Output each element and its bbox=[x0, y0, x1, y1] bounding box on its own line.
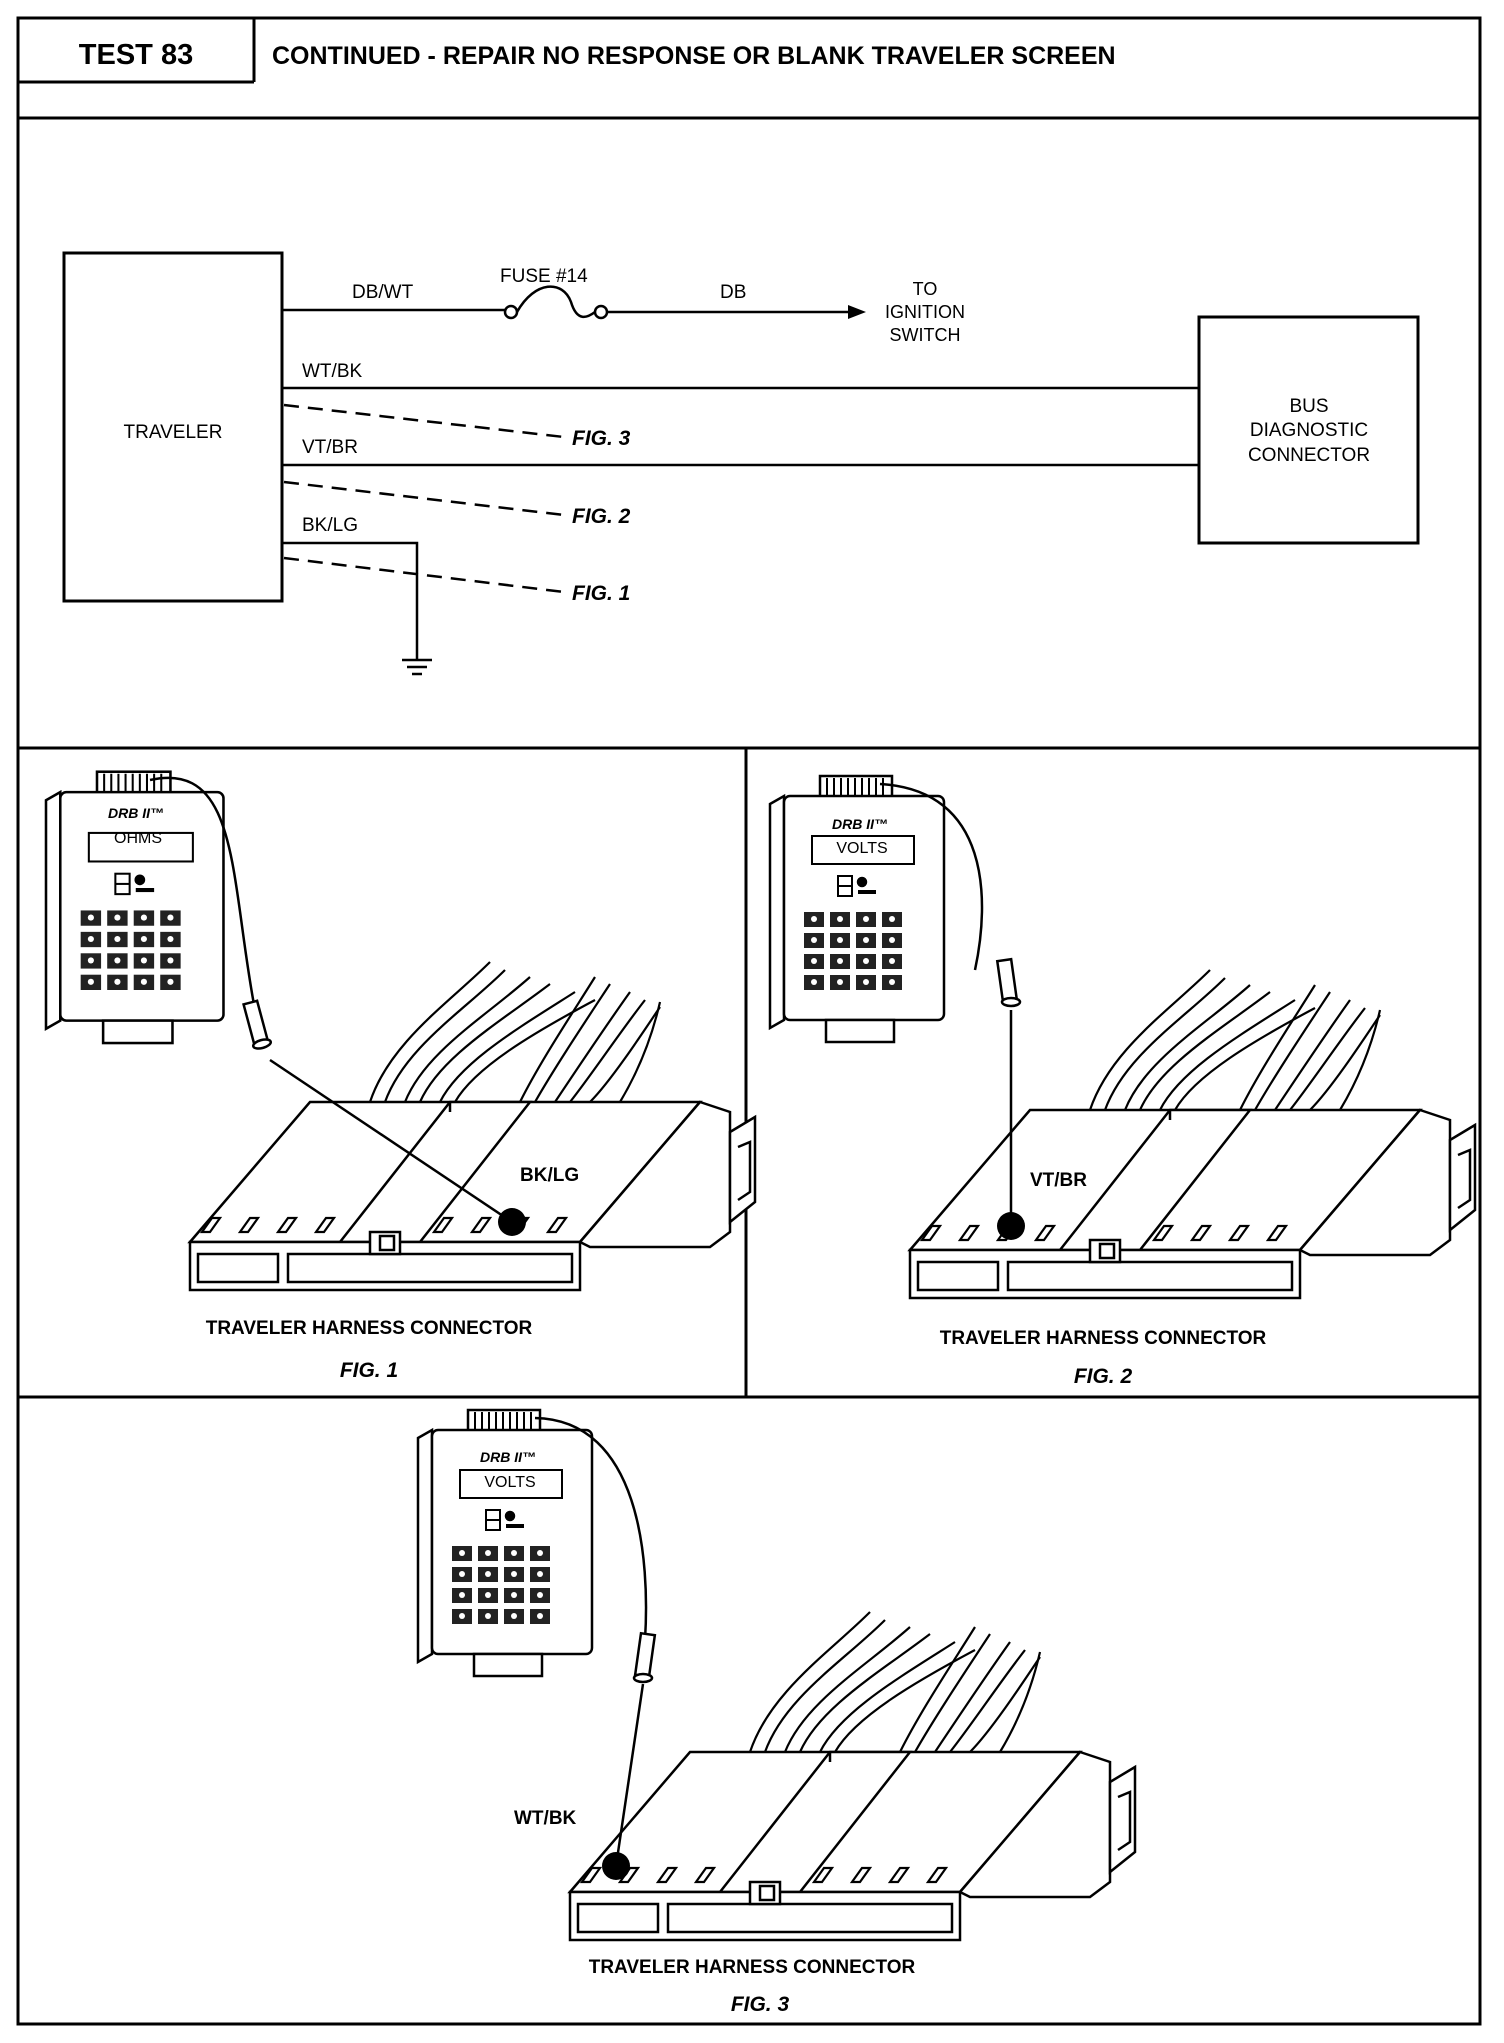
meter-brand-fig2: DRB II™ bbox=[832, 816, 888, 832]
traveler-label: TRAVELER bbox=[124, 422, 223, 443]
fuse-label: FUSE #14 bbox=[500, 266, 588, 287]
fuse-left-terminal bbox=[503, 304, 519, 320]
db-wt-wire bbox=[282, 285, 848, 320]
fig1-reference: FIG. 1 bbox=[572, 582, 630, 605]
test-probe-fig2 bbox=[995, 957, 1022, 1008]
test-pin-wt-bk bbox=[602, 1852, 630, 1880]
arrow-to-ignition bbox=[848, 305, 866, 319]
figure-2: DRB II™ VOLTS VT/BR TRAVELER HARNESS CON… bbox=[768, 774, 1477, 1388]
bk-lg-ground-wire bbox=[282, 541, 432, 676]
probe-tip-line-fig3 bbox=[614, 1683, 645, 1867]
to-label-2: IGNITION bbox=[885, 302, 965, 322]
probe-tip-line-fig1 bbox=[269, 1058, 513, 1224]
fuse-14-symbol bbox=[515, 285, 596, 318]
wire-label-db-wt: DB/WT bbox=[352, 282, 414, 303]
fig-label-2: FIG. 2 bbox=[1074, 1365, 1133, 1388]
pin-label-fig2: VT/BR bbox=[1030, 1170, 1087, 1191]
bus-diagnostic-connector-box bbox=[1197, 315, 1420, 545]
bus-label-3: CONNECTOR bbox=[1248, 445, 1370, 466]
pin-label-fig1: BK/LG bbox=[520, 1165, 579, 1186]
wiring-schematic: TRAVELER BUS DIAGNOSTIC CONNECTOR DB/WT … bbox=[62, 251, 1420, 676]
to-label-3: SWITCH bbox=[890, 325, 961, 345]
meter-mode-fig2: VOLTS bbox=[836, 840, 887, 857]
fig-label-1: FIG. 1 bbox=[340, 1359, 398, 1382]
test-pin-bk-lg bbox=[498, 1208, 526, 1236]
caption-fig1: TRAVELER HARNESS CONNECTOR bbox=[206, 1318, 533, 1339]
bus-label-1: BUS bbox=[1289, 396, 1328, 417]
fig2-reference: FIG. 2 bbox=[572, 505, 631, 528]
harness-connector-fig3 bbox=[568, 1610, 1137, 1942]
figure-1: DRB II™ OHMS BK/LG TRAVELER HARNESS CONN… bbox=[44, 770, 757, 1382]
caption-fig2: TRAVELER HARNESS CONNECTOR bbox=[940, 1328, 1267, 1349]
fig3-reference: FIG. 3 bbox=[572, 427, 631, 450]
meter-brand-fig1: DRB II™ bbox=[108, 805, 164, 821]
test-number: TEST 83 bbox=[79, 39, 193, 71]
fuse-right-terminal bbox=[593, 304, 609, 320]
probe-lead-fig2 bbox=[879, 782, 984, 971]
probe-lead-fig3 bbox=[534, 1416, 648, 1641]
figure-reference-leaders bbox=[283, 403, 565, 594]
pin-label-fig3: WT/BK bbox=[514, 1808, 577, 1829]
meter-brand-fig3: DRB II™ bbox=[480, 1449, 536, 1465]
test-probe-fig1 bbox=[242, 999, 273, 1050]
traveler-box bbox=[62, 251, 284, 603]
test-probe-fig3 bbox=[632, 1631, 657, 1684]
wire-label-db: DB bbox=[720, 282, 746, 303]
harness-connector-fig1 bbox=[188, 960, 757, 1292]
page-title: CONTINUED - REPAIR NO RESPONSE OR BLANK … bbox=[272, 42, 1116, 70]
meter-mode-fig3: VOLTS bbox=[484, 1474, 535, 1491]
bus-label-2: DIAGNOSTIC bbox=[1250, 420, 1368, 441]
test-pin-vt-br bbox=[997, 1212, 1025, 1240]
meter-mode-fig1: OHMS bbox=[114, 830, 162, 847]
figure-3: DRB II™ VOLTS WT/BK TRAVELER HARNESS CON… bbox=[416, 1408, 1137, 2016]
wire-label-bk-lg: BK/LG bbox=[302, 515, 358, 536]
harness-connector-fig2 bbox=[908, 968, 1477, 1300]
caption-fig3: TRAVELER HARNESS CONNECTOR bbox=[589, 1957, 916, 1978]
probe-lead-fig1 bbox=[149, 776, 257, 1011]
wire-label-wt-bk: WT/BK bbox=[302, 361, 362, 382]
wire-label-vt-br: VT/BR bbox=[302, 437, 358, 458]
fig-label-3: FIG. 3 bbox=[731, 1993, 790, 2016]
page-frame bbox=[16, 16, 1482, 2026]
to-label-1: TO bbox=[913, 279, 938, 299]
